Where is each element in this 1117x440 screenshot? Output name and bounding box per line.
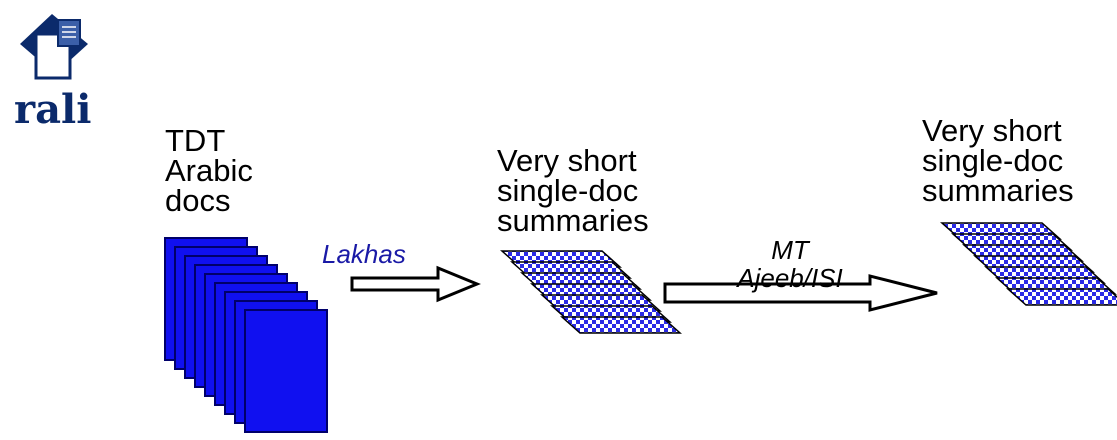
source-document-stack bbox=[164, 237, 328, 433]
intermediate-label-line: single-doc bbox=[497, 173, 639, 208]
intermediate-summary-page bbox=[560, 316, 682, 334]
target-label-line: Very short bbox=[922, 113, 1062, 148]
target-summary-page bbox=[1006, 288, 1117, 306]
mt-arrow-label-line: MT bbox=[771, 235, 809, 265]
intermediate-label-line: summaries bbox=[497, 203, 649, 238]
lakhas-arrow-label: Lakhas bbox=[322, 239, 406, 269]
mt-arrow-label-line: Ajeeb/ISI bbox=[737, 263, 843, 293]
mt-arrow-label: MT Ajeeb/ISI bbox=[720, 236, 860, 292]
rali-logo-text: rali bbox=[14, 86, 92, 133]
target-label: Very short single-doc summaries bbox=[922, 113, 1074, 208]
target-label-line: single-doc bbox=[922, 143, 1064, 178]
source-label-line: TDT bbox=[165, 123, 226, 158]
lakhas-arrow bbox=[350, 265, 481, 303]
intermediate-summary-stack bbox=[500, 250, 682, 334]
target-summary-stack bbox=[940, 222, 1117, 306]
source-label: TDT Arabic docs bbox=[165, 123, 253, 218]
source-label-line: Arabic bbox=[165, 153, 253, 188]
intermediate-label: Very short single-doc summaries bbox=[497, 143, 649, 238]
rali-logo-mark bbox=[20, 14, 88, 80]
intermediate-label-line: Very short bbox=[497, 143, 637, 178]
mt-arrow bbox=[663, 274, 938, 312]
target-label-line: summaries bbox=[922, 173, 1074, 208]
source-label-line: docs bbox=[165, 183, 231, 218]
source-document-page bbox=[244, 309, 328, 433]
